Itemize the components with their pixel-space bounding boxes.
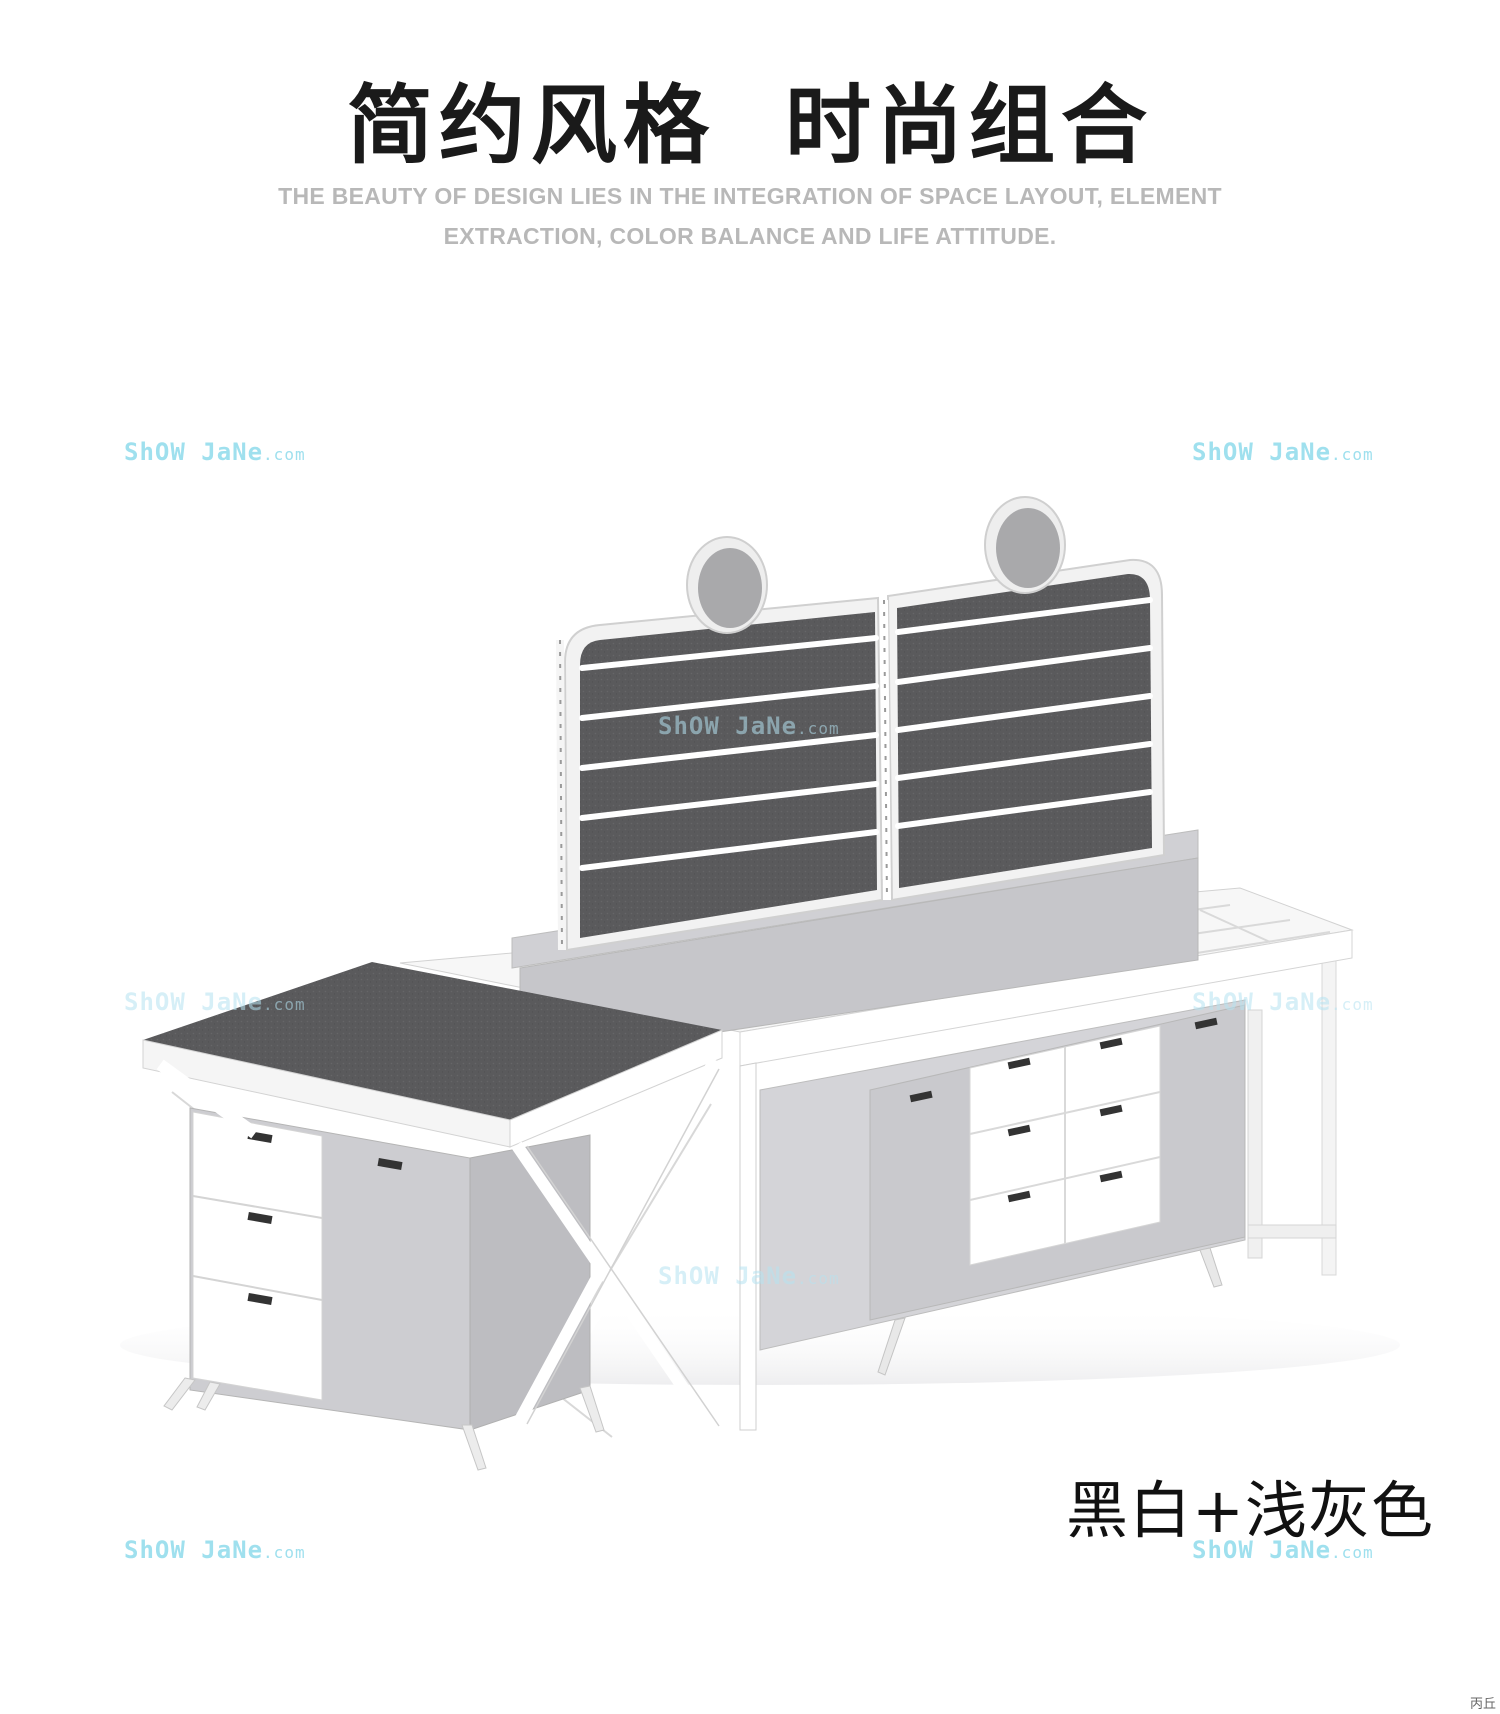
watermark-center-lower: ShOW JaNe.com — [658, 1262, 840, 1290]
subtitle-line-1: THE BEAUTY OF DESIGN LIES IN THE INTEGRA… — [278, 183, 1222, 209]
watermark-top-right: ShOW JaNe.com — [1192, 438, 1374, 466]
color-caption: 黑白+浅灰色 — [1066, 1474, 1434, 1547]
right-cabinet — [759, 999, 1246, 1376]
title-part-1: 简约风格 — [347, 76, 715, 176]
watermark-bottom-right: ShOW JaNe.com — [1192, 1536, 1374, 1564]
subtitle: THE BEAUTY OF DESIGN LIES IN THE INTEGRA… — [0, 176, 1500, 256]
title-part-2: 时尚组合 — [785, 76, 1153, 176]
x-frame-table — [142, 962, 728, 1471]
subtitle-line-2: EXTRACTION, COLOR BALANCE AND LIFE ATTIT… — [443, 223, 1057, 249]
watermark-middle-right: ShOW JaNe.com — [1192, 988, 1374, 1016]
watermark-bottom-left: ShOW JaNe.com — [124, 1536, 306, 1564]
page-title: 简约风格时尚组合 — [0, 55, 1500, 180]
backboard-display — [511, 496, 1199, 1063]
watermark-top-left: ShOW JaNe.com — [124, 438, 306, 466]
watermark-center-upper: ShOW JaNe.com — [658, 712, 840, 740]
corner-mark: 丙丘 — [1469, 1697, 1496, 1712]
watermark-middle-left: ShOW JaNe.com — [124, 988, 306, 1016]
